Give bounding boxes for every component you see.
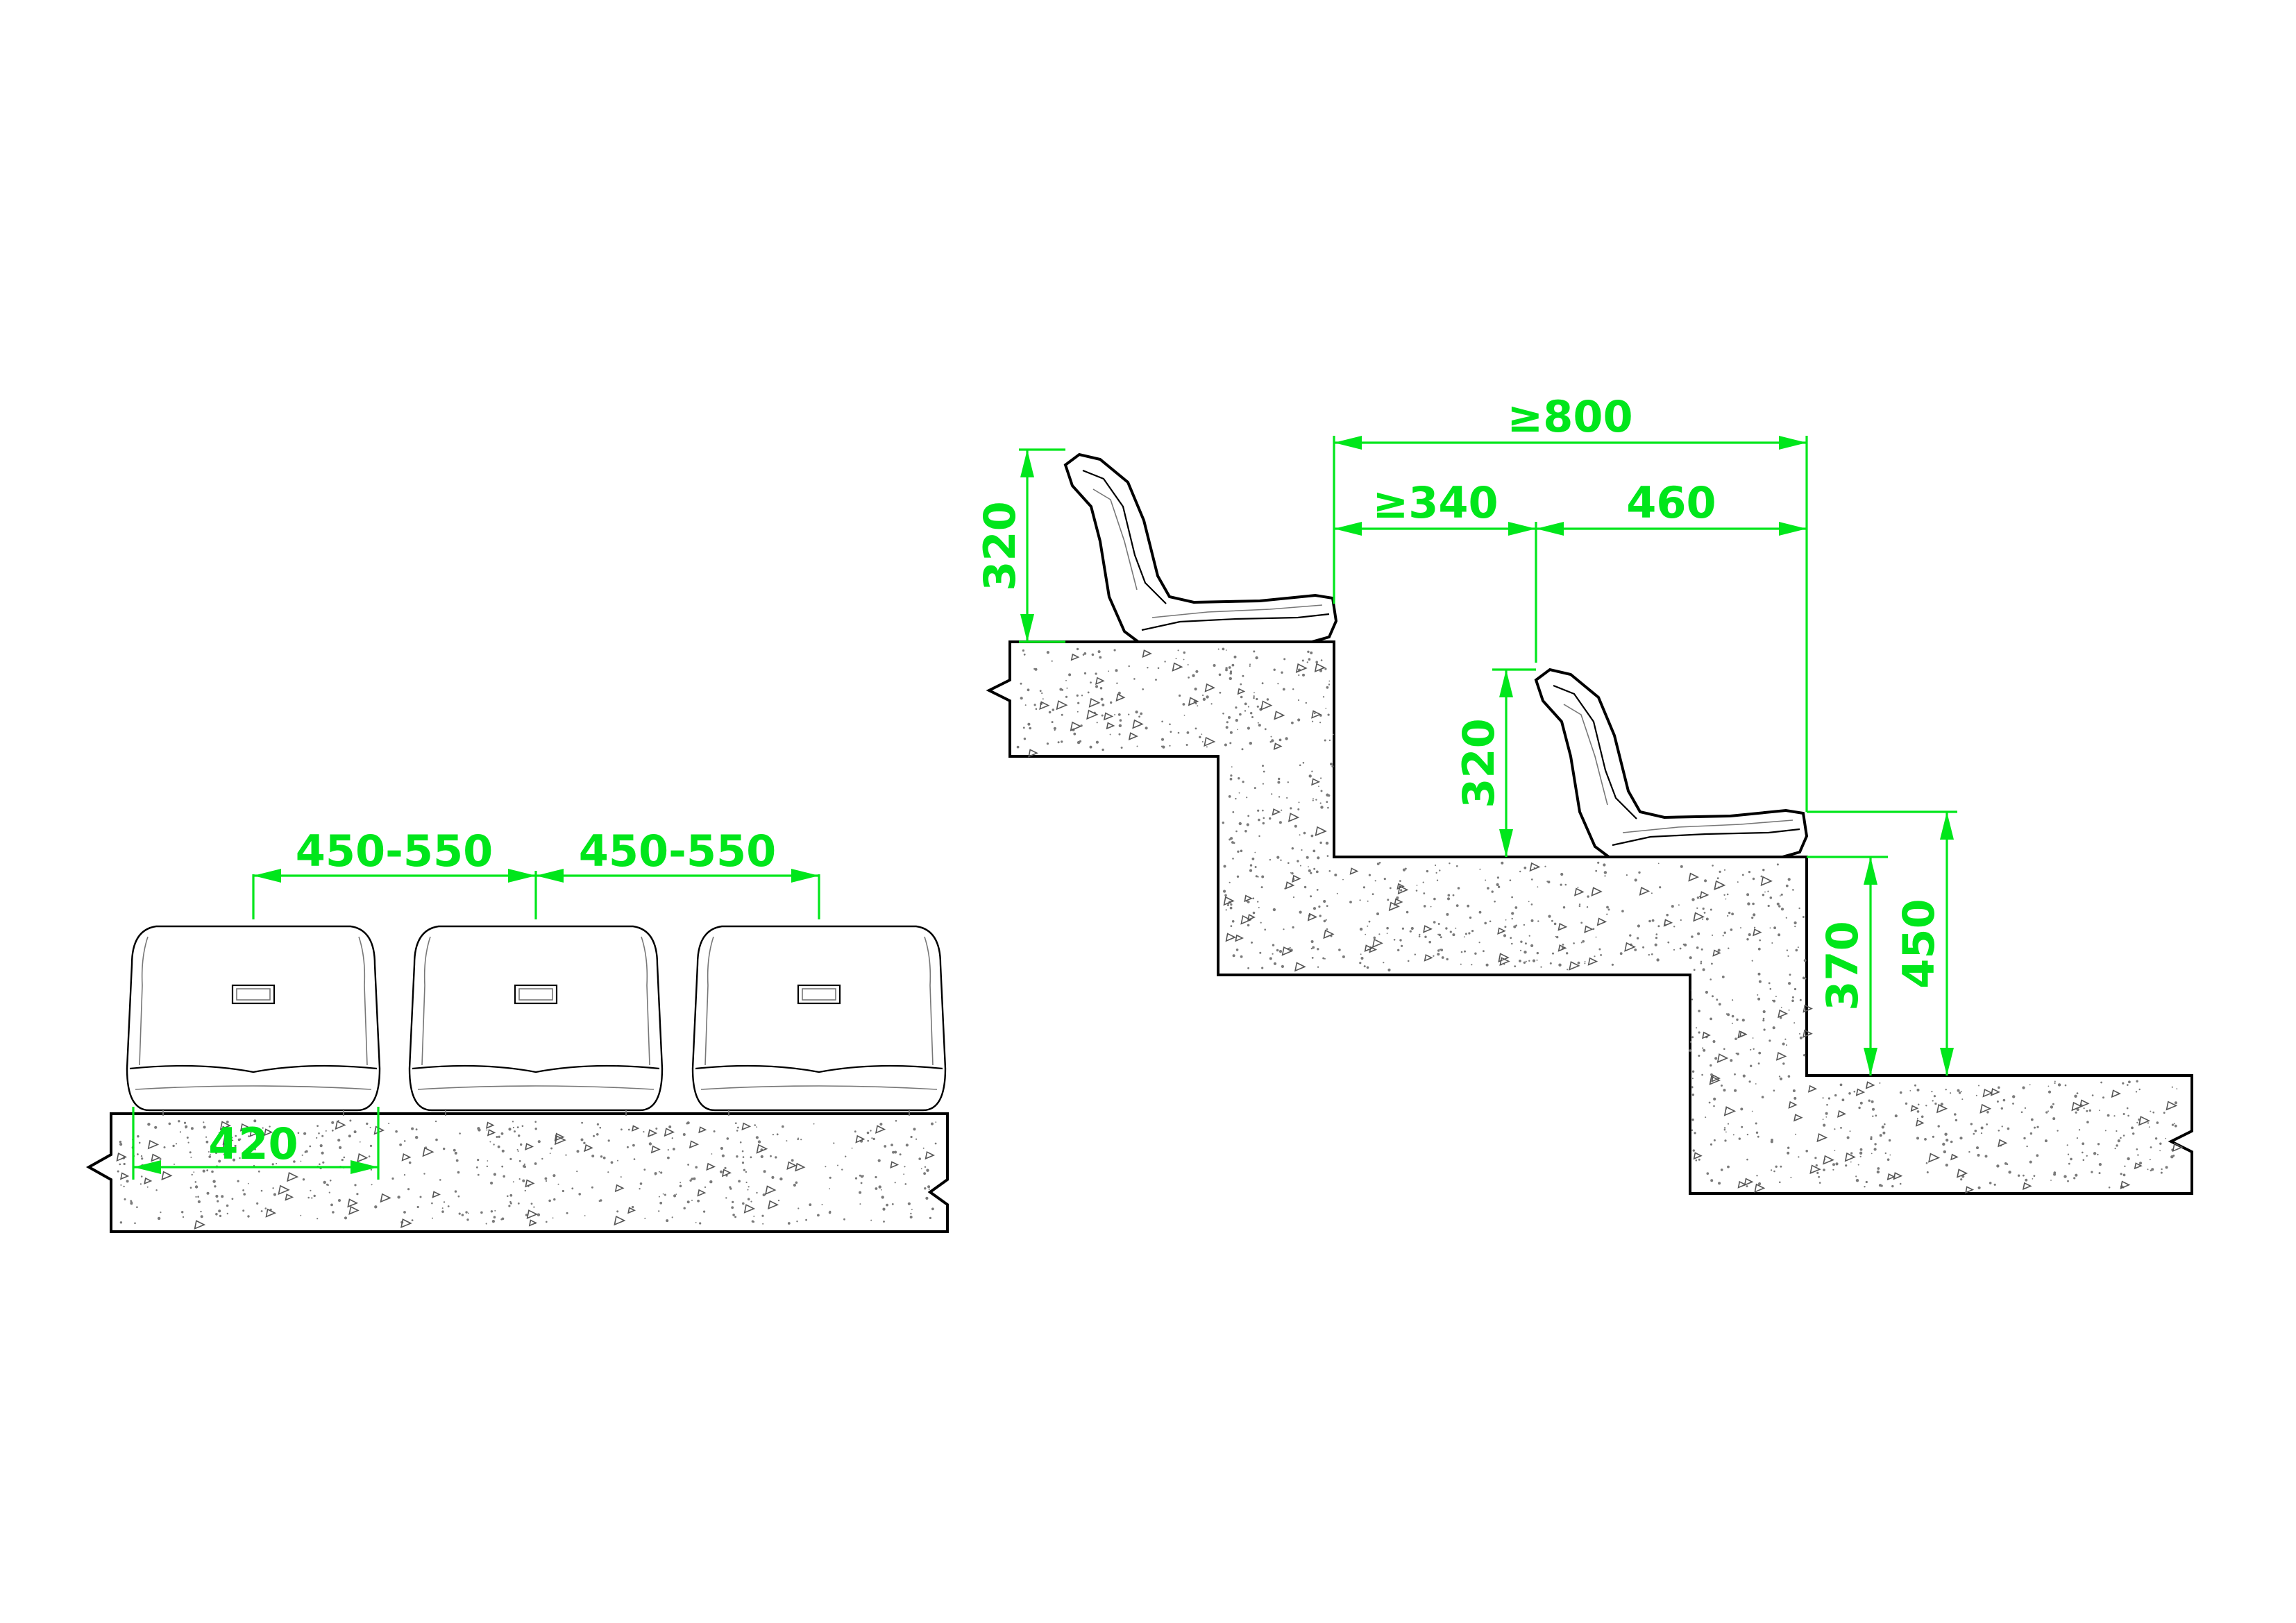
- dim-text-seat-depth: 460: [1626, 477, 1716, 528]
- front-seat: [691, 925, 947, 1116]
- dim-text-row-depth: ≥800: [1507, 391, 1632, 442]
- dim-text-seat-spacing-1: 450-550: [296, 826, 493, 876]
- dim-seat-spacing-1: 450-550: [252, 826, 537, 919]
- dim-text-riser-height: 370: [1817, 921, 1868, 1010]
- front-view: 450-550 450-550 420: [85, 826, 949, 1233]
- dim-text-seat-width: 420: [208, 1119, 298, 1169]
- dim-text-clearway: ≥340: [1372, 477, 1498, 528]
- section-view: ≥800 ≥340 460 320 320: [974, 391, 2193, 1195]
- dim-seat-depth: 460: [1536, 477, 1807, 536]
- dim-clearway: ≥340: [1334, 477, 1536, 536]
- dim-riser-height: 370: [1817, 857, 1877, 1076]
- front-seat: [126, 925, 381, 1116]
- front-seat: [408, 925, 664, 1116]
- stepped-slab-aggregate: [1016, 647, 2184, 1194]
- dim-lower-back-height: 320: [1453, 670, 1513, 857]
- dim-text-seat-spacing-2: 450-550: [579, 826, 777, 876]
- dim-text-lower-back-height: 320: [1453, 718, 1504, 808]
- dim-seat-width: 420: [132, 1107, 380, 1180]
- dim-row-depth: ≥800: [1334, 391, 1807, 450]
- lower-seat-profile: [1534, 668, 1809, 858]
- dim-seat-spacing-2: 450-550: [536, 826, 820, 919]
- dim-text-seat-height: 450: [1893, 899, 1944, 988]
- upper-seat-profile: [1063, 452, 1338, 643]
- dim-upper-back-height: 320: [974, 450, 1034, 642]
- dim-seat-height: 450: [1893, 812, 1954, 1076]
- front-slab: [85, 1112, 949, 1233]
- dim-text-upper-back-height: 320: [974, 501, 1025, 590]
- front-seats: [126, 925, 947, 1116]
